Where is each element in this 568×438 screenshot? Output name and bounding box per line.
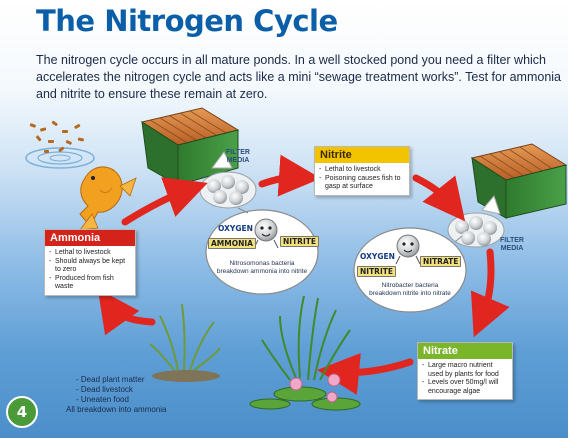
oxygen-label-right: OXYGEN xyxy=(360,252,395,261)
nitrite-tag-right: NITRITE xyxy=(357,266,396,277)
fish-food-pellets xyxy=(29,120,84,153)
decay-summary: All breakdown into ammonia xyxy=(66,405,167,414)
filter-box-left xyxy=(140,107,240,186)
filter-media-label-right: FILTER MEDIA xyxy=(500,237,524,252)
list-item: - Dead livestock xyxy=(76,385,133,394)
list-item: Large macro nutrient used by plants for … xyxy=(422,362,508,379)
arrow-media-to-nitrite xyxy=(258,154,321,197)
nitrite-box-title: Nitrite xyxy=(315,147,409,163)
list-item: Lethal to livestock xyxy=(49,249,131,258)
list-item: Produced from fish waste xyxy=(49,275,131,292)
filter-media-right xyxy=(447,195,505,248)
dead-plant-matter xyxy=(149,303,221,382)
filter-box-right xyxy=(470,143,568,219)
nitrate-box-list: Large macro nutrient used by plants for … xyxy=(418,362,512,396)
ammonia-box-list: Lethal to livestock Should always be kep… xyxy=(45,249,135,292)
nitrite-box-list: Lethal to livestock Poisoning causes fis… xyxy=(315,166,409,192)
filter-media-label-left: FILTER MEDIA xyxy=(226,149,250,164)
arrow-nitrate-to-plants xyxy=(317,353,414,395)
arrow-media-to-nitrate xyxy=(470,248,510,338)
nitrate-tag: NITRATE xyxy=(420,256,462,267)
page-number-badge: 4 xyxy=(6,396,38,428)
ammonia-info-box: Ammonia Lethal to livestock Should alway… xyxy=(44,229,136,296)
list-item: Lethal to livestock xyxy=(319,166,405,175)
nitrosomonas-caption: Nitrosomonas bacteria breakdown ammonia … xyxy=(216,260,308,275)
oxygen-label-left: OXYGEN xyxy=(218,224,253,233)
ammonia-tag: AMMONIA xyxy=(208,238,256,249)
arrow-decay-to-ammonia xyxy=(97,288,156,336)
bacteria-mascot-left xyxy=(253,218,279,249)
nitrite-info-box: Nitrite Lethal to livestock Poisoning ca… xyxy=(314,146,410,196)
nitrate-box-title: Nitrate xyxy=(418,343,512,359)
decay-sources-list: - Dead plant matter - Dead livestock - U… xyxy=(66,375,167,415)
cycle-arrows xyxy=(97,154,510,395)
list-item: - Uneaten food xyxy=(76,395,129,404)
arrow-nitrite-to-media xyxy=(412,174,466,222)
nitrate-info-box: Nitrate Large macro nutrient used by pla… xyxy=(417,342,513,400)
arrow-ammonia-to-media xyxy=(121,177,208,226)
page-title: The Nitrogen Cycle xyxy=(36,4,338,38)
list-item: Levels over 50mg/l will encourage algae xyxy=(422,379,508,396)
list-item: Poisoning causes fish to gasp at surface xyxy=(319,175,405,192)
filter-media-left xyxy=(199,151,257,209)
intro-paragraph: The nitrogen cycle occurs in all mature … xyxy=(36,53,561,101)
bacteria-bubble-left xyxy=(205,209,319,295)
list-item: - Dead plant matter xyxy=(76,375,145,384)
list-item: Should always be kept to zero xyxy=(49,258,131,275)
nitrite-tag-left: NITRITE xyxy=(280,236,319,247)
bacteria-bubble-right xyxy=(353,227,467,313)
ammonia-box-title: Ammonia xyxy=(45,230,135,246)
bacteria-mascot-right xyxy=(395,234,421,265)
nitrobacter-caption: Nitrobacter bacteria breakdown nitrite i… xyxy=(369,282,451,297)
water-plants xyxy=(249,295,361,411)
